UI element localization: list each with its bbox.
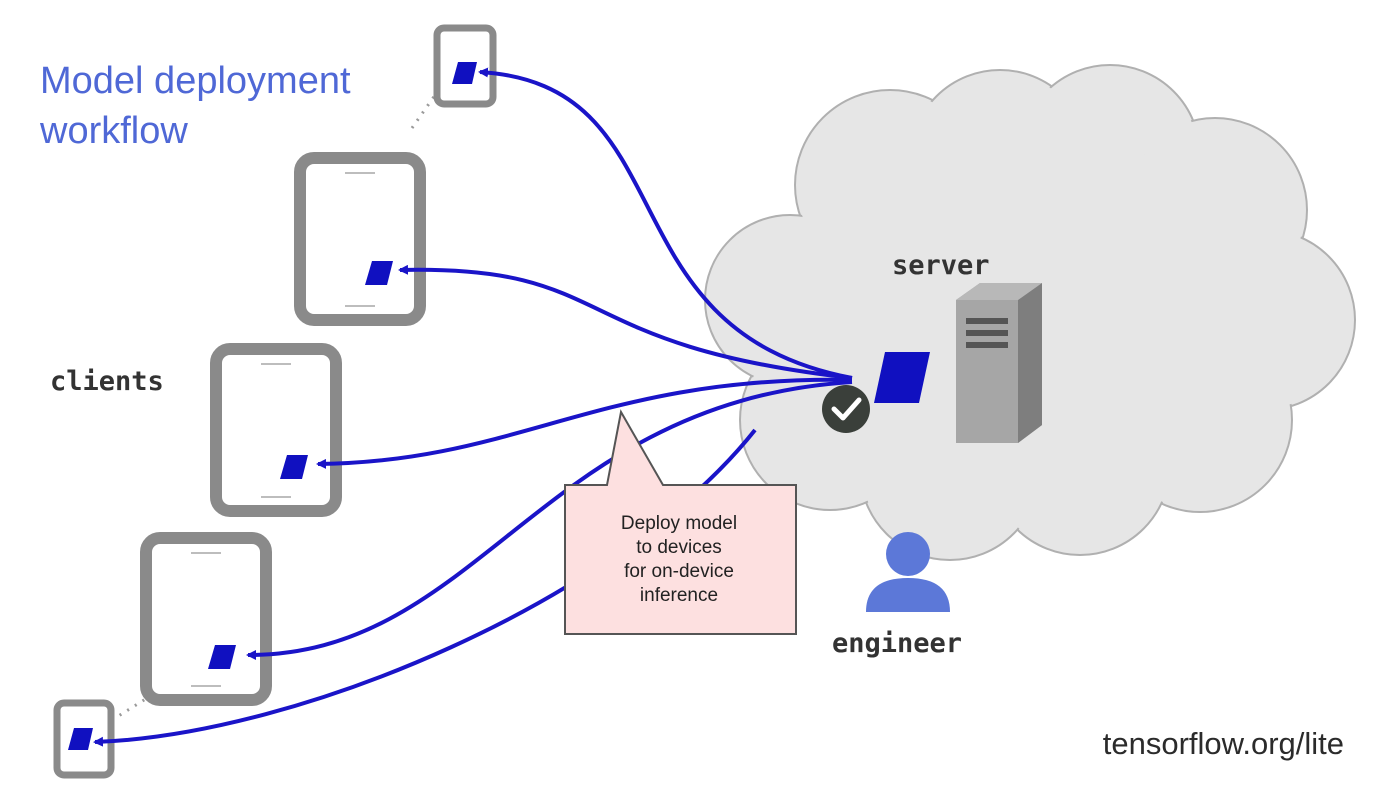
device-icon [210, 343, 342, 517]
engineer-icon [866, 532, 950, 612]
callout-text: Deploy model to devices for on-device in… [620, 513, 738, 606]
server-label: server [892, 250, 990, 281]
model-icon [452, 62, 477, 84]
footer-url: tensorflow.org/lite [1102, 726, 1344, 761]
device-icon [140, 532, 272, 706]
clients-label: clients [50, 366, 164, 397]
check-icon [822, 385, 870, 433]
device-icon [294, 152, 426, 326]
page-title: Model deployment workflow [40, 56, 351, 156]
title-line-2: workflow [40, 110, 188, 152]
engineer-label: engineer [832, 628, 963, 659]
model-icon [874, 352, 930, 403]
title-line-1: Model deployment [40, 60, 351, 102]
model-icon [208, 645, 236, 669]
dotted-connector-bottom [111, 688, 161, 722]
model-icon [280, 455, 308, 479]
server-icon [956, 283, 1042, 443]
model-icon [365, 261, 393, 285]
model-icons [68, 62, 930, 750]
model-icon [68, 728, 93, 750]
callout-box [564, 409, 797, 635]
